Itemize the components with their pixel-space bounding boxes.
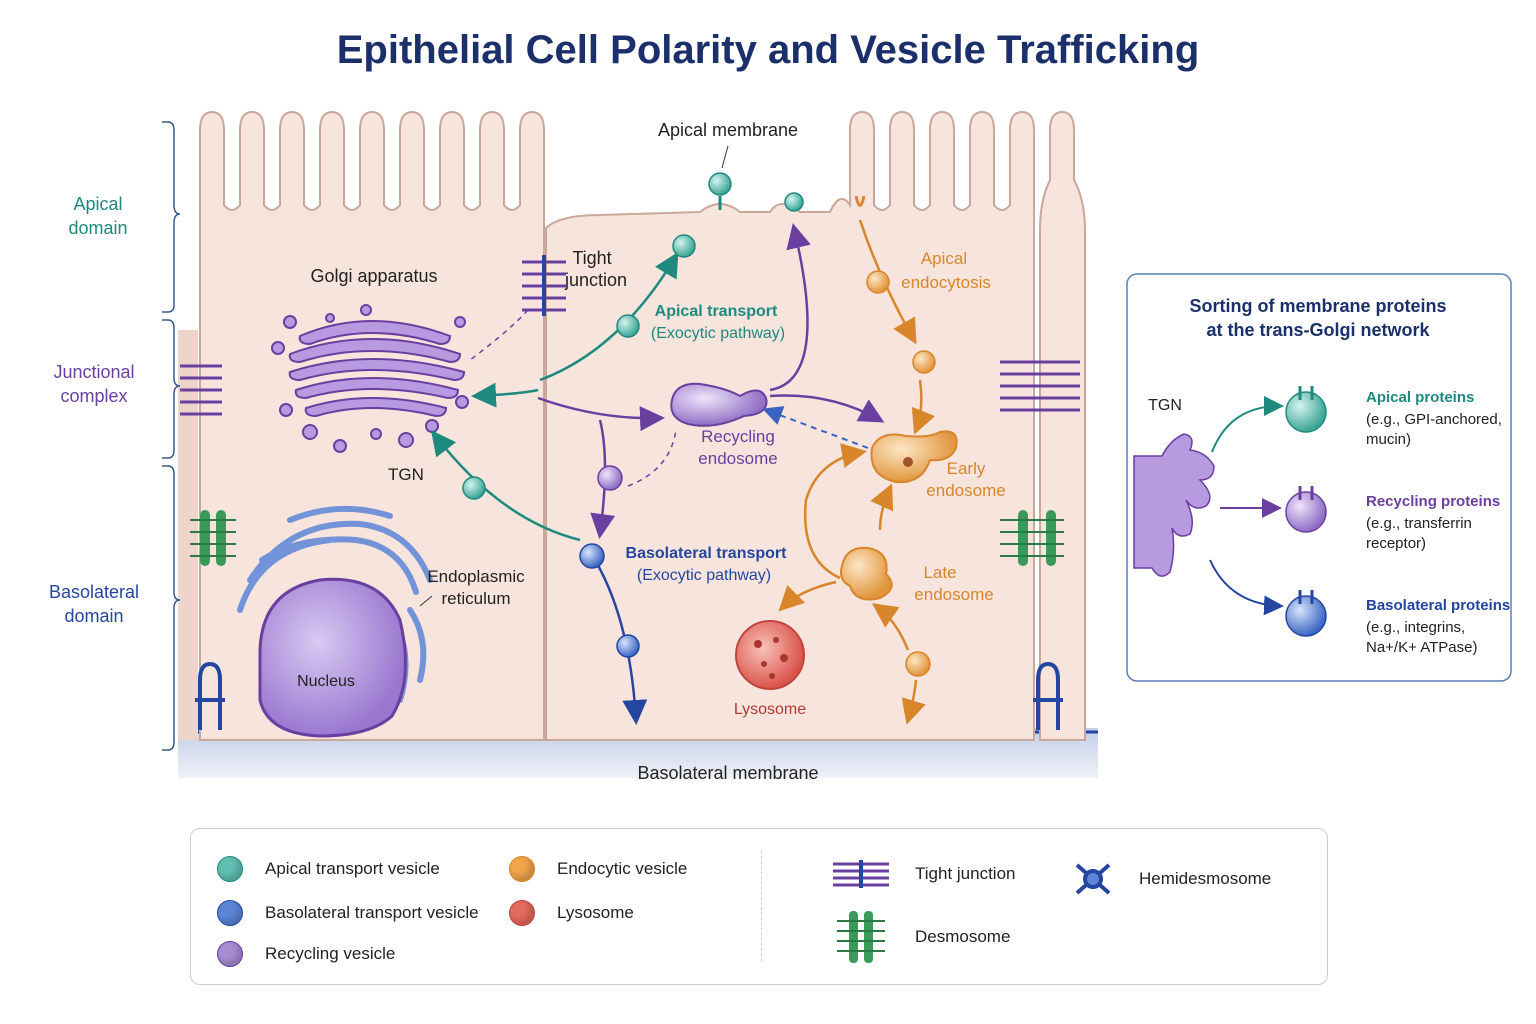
golgi-apparatus xyxy=(271,304,469,453)
basolateral-transport-label: Basolateral transport(Exocytic pathway) xyxy=(626,545,788,584)
legend-endocytic-vesicle: Endocytic vesicle xyxy=(509,856,687,882)
dashed-retrograde-arrow xyxy=(762,406,869,449)
desmosome-left xyxy=(190,510,236,566)
endocytic-vesicles xyxy=(866,270,936,677)
sorting-basolateral-name: Basolateral proteins xyxy=(1366,597,1510,614)
lysosome xyxy=(735,620,805,690)
legend-recycling-vesicle: Recycling vesicle xyxy=(217,941,395,967)
basolateral-transport-vesicles xyxy=(579,543,640,658)
nucleus xyxy=(258,577,407,738)
lysosome-granules xyxy=(754,637,788,679)
legend-divider xyxy=(761,851,762,961)
hemidesmosome-icon xyxy=(1075,863,1111,895)
sorting-basolateral-vesicle xyxy=(1285,590,1327,637)
legend-label: Recycling vesicle xyxy=(265,944,396,963)
legend-hemidesmosome: Hemidesmosome xyxy=(1071,859,1271,899)
late-endosome xyxy=(840,546,893,601)
recycling-vesicle-icon xyxy=(217,941,243,967)
legend-label: Desmosome xyxy=(915,927,1011,946)
basolateral-membrane-label: Basolateral membrane xyxy=(637,763,818,783)
cell-left xyxy=(199,110,545,741)
sorting-arrows xyxy=(1209,396,1284,616)
legend-label: Endocytic vesicle xyxy=(557,859,688,878)
sorting-recycling-name: Recycling proteins xyxy=(1366,493,1500,510)
legend-label: Apical transport vesicle xyxy=(265,859,440,878)
early-endosome-core xyxy=(903,457,913,467)
tight-junction-right xyxy=(1000,360,1080,412)
desmosome-right xyxy=(1000,510,1064,566)
dashed-tj-leader xyxy=(469,309,529,361)
cell-right xyxy=(1039,110,1086,741)
endocytic-vesicle-icon xyxy=(509,856,535,882)
tight-junction-center xyxy=(522,255,566,316)
basolateral-vesicle-icon xyxy=(217,900,243,926)
legend-label: Hemidesmosome xyxy=(1139,869,1272,888)
legend-apical-vesicle: Apical transport vesicle xyxy=(217,856,440,882)
tight-junction-icon xyxy=(833,860,889,888)
apical-vesicle-icon xyxy=(217,856,243,882)
legend-label: Basolateral transport vesicle xyxy=(265,903,479,922)
legend: Apical transport vesicle Basolateral tra… xyxy=(190,828,1328,985)
recycling-vesicles xyxy=(597,465,623,491)
sorting-tgn-shape xyxy=(1133,433,1215,577)
apical-transport-label: Apical transport(Exocytic pathway) xyxy=(651,303,785,342)
sorting-recycling-vesicle xyxy=(1285,486,1327,533)
left-edge-cell xyxy=(178,330,198,740)
lysosome-label: Lysosome xyxy=(734,701,806,718)
diagram-title: Epithelial Cell Polarity and Vesicle Tra… xyxy=(336,28,1200,72)
hemidesmosome-right xyxy=(1033,661,1063,730)
apical-membrane-leader xyxy=(721,145,729,169)
legend-label: Lysosome xyxy=(557,903,634,922)
sorting-apical-name: Apical proteins xyxy=(1366,389,1474,406)
membrane-proteins xyxy=(718,195,866,210)
legend-desmosome: Desmosome xyxy=(831,909,1010,965)
er-leader xyxy=(419,595,433,607)
desmosome-icon xyxy=(837,911,885,963)
dashed-recycling-leader xyxy=(627,429,677,487)
lysosome-icon xyxy=(509,900,535,926)
tgn-label: TGN xyxy=(388,465,424,484)
sorting-apical-vesicle xyxy=(1285,386,1327,433)
legend-basolateral-vesicle: Basolateral transport vesicle xyxy=(217,900,479,926)
early-endosome xyxy=(870,430,958,484)
recycling-endosome xyxy=(670,382,768,427)
hemidesmosome-left xyxy=(195,661,225,730)
tight-junction-left xyxy=(180,364,222,416)
legend-label: Tight junction xyxy=(915,864,1016,883)
sorting-basolateral-detail: (e.g., integrins,Na+/K+ ATPase) xyxy=(1366,619,1477,656)
golgi-label: Golgi apparatus xyxy=(310,266,437,286)
legend-tight-junction: Tight junction xyxy=(831,859,1015,889)
nucleus-label: Nucleus xyxy=(297,673,355,690)
domain-brackets xyxy=(162,121,181,751)
sorting-apical-detail: (e.g., GPI-anchored,mucin) xyxy=(1366,411,1502,448)
apical-membrane-label: Apical membrane xyxy=(658,120,798,140)
sorting-tgn-label: TGN xyxy=(1148,397,1182,414)
legend-lysosome: Lysosome xyxy=(509,900,634,926)
apical-transport-vesicles xyxy=(462,172,804,500)
